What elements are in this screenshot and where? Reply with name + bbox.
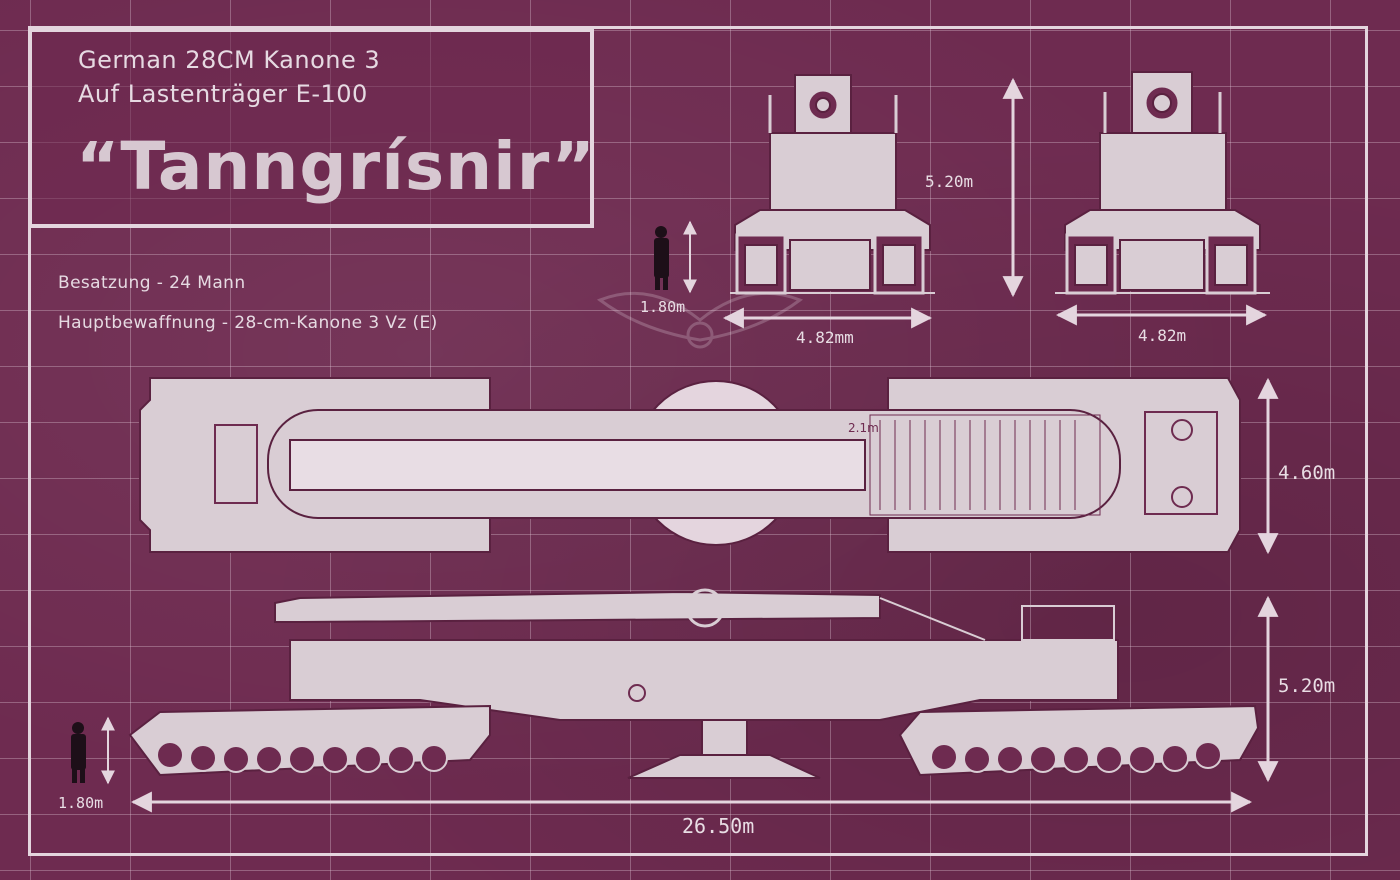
gun-barrel-top <box>289 439 866 491</box>
side-height-label: 5.20m <box>1278 675 1336 697</box>
deck-railing <box>879 597 1115 641</box>
soldier-figure-top <box>654 226 669 290</box>
title-line-2: Auf Lastenträger E-100 <box>78 80 368 108</box>
figure-height-label-top: 1.80m <box>640 298 686 316</box>
figure-height-label-bottom: 1.80m <box>58 794 104 812</box>
spec-crew: Besatzung - 24 Mann <box>58 273 246 293</box>
turntable-label: 2.1m <box>848 421 879 435</box>
total-length-label: 26.50m <box>682 814 755 838</box>
road-wheels-front <box>156 741 448 773</box>
road-wheels-rear <box>930 741 1222 773</box>
engine-deck <box>1144 411 1218 515</box>
side-view-drawing <box>128 588 1260 779</box>
title-line-1: German 28CM Kanone 3 <box>78 46 381 74</box>
rear-width-label: 4.82m <box>1138 326 1187 345</box>
turntable-base-side <box>627 754 821 779</box>
top-width-label: 4.60m <box>1278 462 1336 484</box>
outer-frame <box>28 26 1368 856</box>
title-box <box>28 28 594 228</box>
front-view-drawing <box>730 74 935 295</box>
rear-view-drawing <box>1055 71 1270 295</box>
carrier-body-side <box>289 639 1119 721</box>
eagle-emblem-watermark <box>596 291 804 349</box>
top-view-drawing: 2.1m <box>139 377 1241 553</box>
front-width-label: 4.82mm <box>796 328 854 347</box>
soldier-figure-bottom <box>71 722 86 783</box>
hatch-panel <box>214 424 258 504</box>
front-height-label: 5.20m <box>925 172 974 191</box>
gun-barrel-side <box>274 590 881 623</box>
vehicle-name: “Tanngrísnir” <box>76 128 596 205</box>
turntable-pivot-side <box>701 719 748 756</box>
spec-armament: Hauptbewaffnung - 28-cm-Kanone 3 Vz (E) <box>58 313 438 333</box>
deck-grating <box>869 414 1101 516</box>
